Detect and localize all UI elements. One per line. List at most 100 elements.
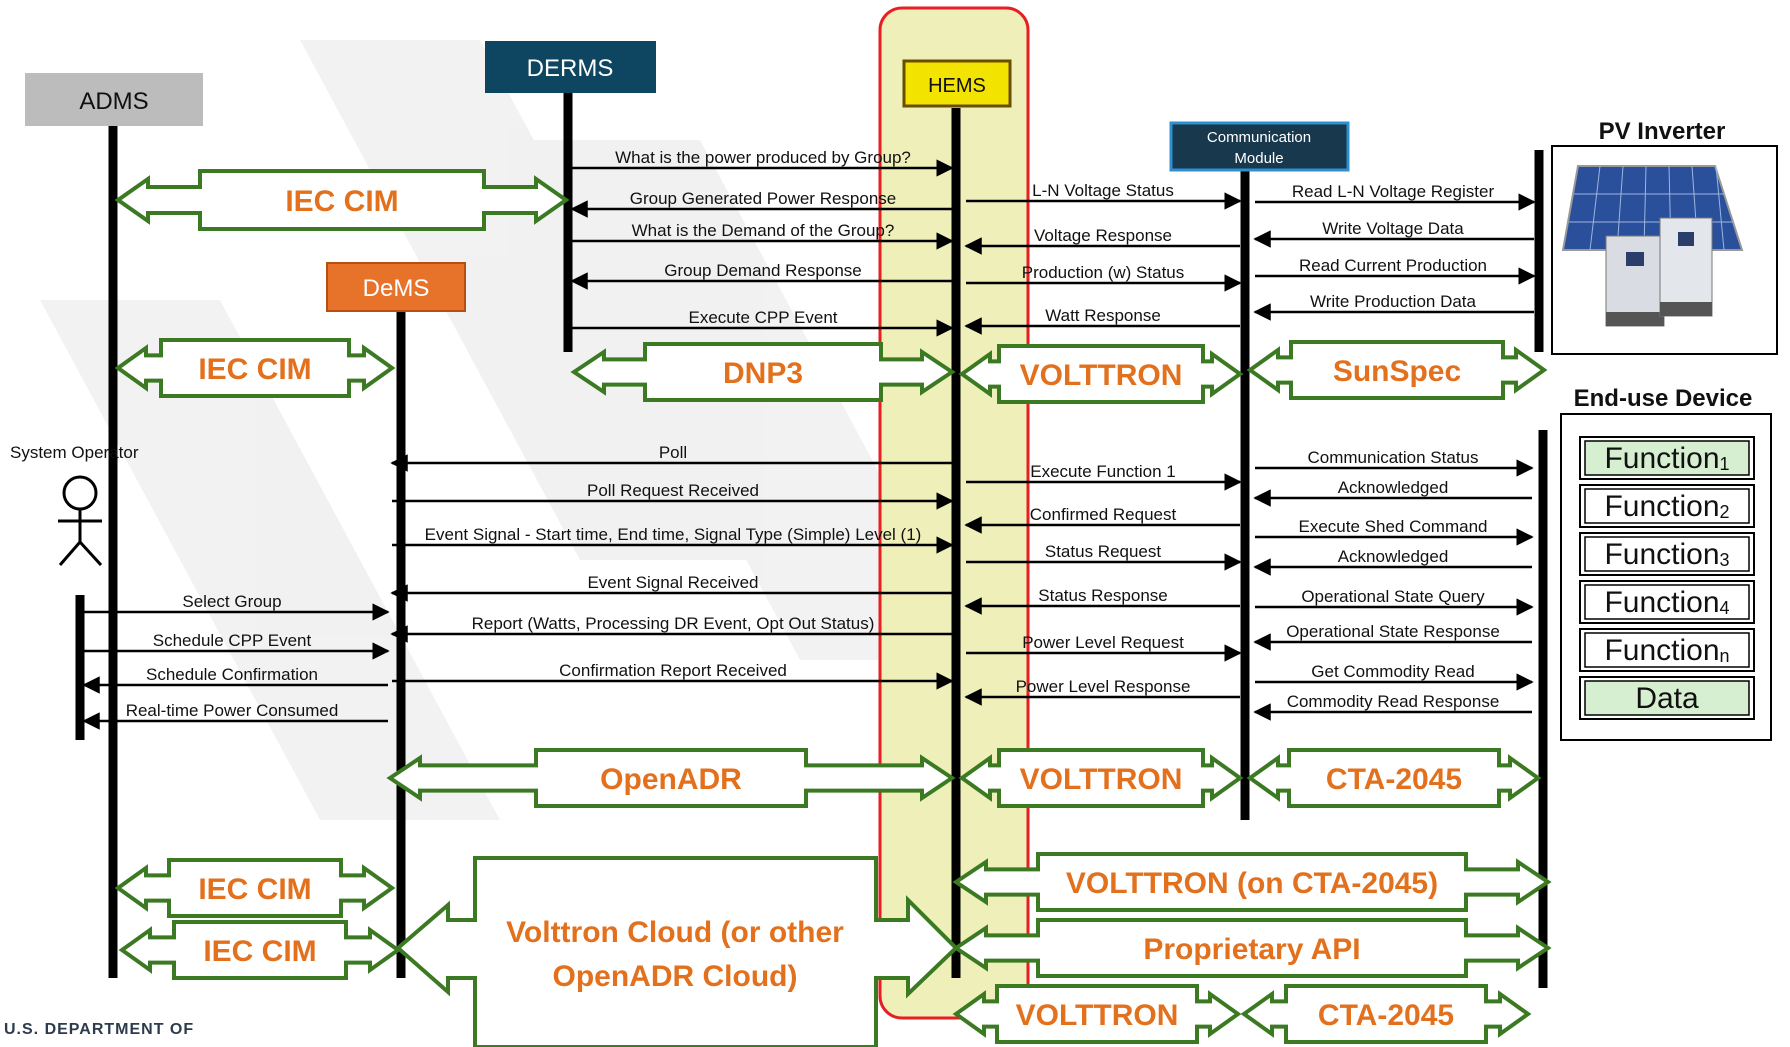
function-box (1584, 632, 1750, 668)
message-label: Write Production Data (1310, 292, 1477, 311)
function-label: Data (1635, 682, 1699, 715)
message-label: Execute CPP Event (689, 308, 838, 327)
hems-label: HEMS (928, 75, 986, 97)
cloud-label-line1: Volttron Cloud (or other (506, 916, 844, 949)
message-label: Read Current Production (1299, 256, 1487, 275)
message-label: Status Response (1038, 586, 1167, 605)
message-label: Select Group (182, 592, 281, 611)
message-label: Poll Request Received (587, 481, 759, 500)
message-label: Power Level Response (1016, 677, 1191, 696)
message-label: Read L-N Voltage Register (1292, 182, 1495, 201)
message-label: Commodity Read Response (1287, 692, 1500, 711)
dnp3-arrow (570, 342, 956, 402)
message-label: Voltage Response (1034, 226, 1172, 245)
pv-title: PV Inverter (1599, 118, 1726, 145)
dems-label: DeMS (363, 275, 430, 302)
message-label: Get Commodity Read (1311, 662, 1474, 681)
iec-cim-2-label: IEC CIM (198, 353, 311, 386)
volttron-on-cta-label: VOLTTRON (on CTA-2045) (1066, 867, 1438, 900)
message-label: Status Request (1045, 542, 1162, 561)
function-list: Function1Function2Function3Function4Func… (1579, 436, 1755, 720)
function-label: Function2 (1604, 490, 1729, 523)
adms-box (25, 73, 203, 126)
function-box (1584, 488, 1750, 524)
message-label: Confirmation Report Received (559, 661, 787, 680)
operator-label: System Operator (10, 443, 139, 462)
function-label: Function3 (1604, 538, 1729, 571)
derms-box (485, 41, 656, 93)
cta2045-1-arrow (1246, 748, 1542, 808)
message-label: Real-time Power Consumed (126, 701, 339, 720)
volttron-cloud-arrow (394, 856, 959, 1047)
iec-cim-1-label: IEC CIM (285, 185, 398, 218)
iec-cim-2-arrow (114, 338, 396, 398)
adms-label: ADMS (79, 88, 148, 115)
message-label: Production (w) Status (1022, 263, 1185, 282)
openadr-arrow (386, 748, 956, 808)
volttron-2-label: VOLTTRON (1020, 763, 1183, 796)
iec-cim-3-label: IEC CIM (198, 873, 311, 906)
message-label: Power Level Request (1022, 633, 1184, 652)
comm-label-line1: Communication (1207, 129, 1311, 146)
sunspec-arrow (1246, 340, 1548, 400)
dems-box (326, 262, 466, 312)
message-label: Schedule Confirmation (146, 665, 318, 684)
message-label: Event Signal - Start time, End time, Sig… (425, 525, 922, 544)
message-label: Group Generated Power Response (630, 189, 897, 208)
volttron-1-arrow (958, 344, 1244, 404)
volttron-3-label: VOLTTRON (1016, 999, 1179, 1032)
operator-figure-icon (58, 475, 103, 567)
volttron-3-arrow (952, 984, 1242, 1044)
function-label: Functionn (1604, 634, 1729, 667)
iec-cim-4-label: IEC CIM (203, 935, 316, 968)
dnp3-label: DNP3 (723, 357, 803, 390)
message-label: Operational State Response (1286, 622, 1500, 641)
message-label: Confirmed Request (1030, 505, 1177, 524)
message-label: Acknowledged (1338, 547, 1449, 566)
comm-box (1169, 121, 1350, 172)
cta2045-2-arrow (1240, 984, 1532, 1044)
message-label: What is the Demand of the Group? (632, 221, 895, 240)
cta2045-2-label: CTA-2045 (1318, 999, 1454, 1032)
function-box (1584, 680, 1750, 716)
message-label: Schedule CPP Event (153, 631, 312, 650)
message-label: Operational State Query (1301, 587, 1485, 606)
volttron-on-cta-arrow (952, 852, 1552, 912)
message-label: Execute Shed Command (1299, 517, 1488, 536)
iec-cim-1-arrow (114, 169, 570, 231)
openadr-label: OpenADR (600, 763, 742, 796)
message-label: Execute Function 1 (1030, 462, 1176, 481)
message-label: Communication Status (1307, 448, 1478, 467)
iec-cim-3-arrow (114, 858, 396, 918)
pv-inverter-image (1561, 165, 1744, 327)
message-label: What is the power produced by Group? (615, 148, 911, 167)
cta2045-1-label: CTA-2045 (1326, 763, 1462, 796)
function-label: Function1 (1604, 442, 1729, 475)
message-label: L-N Voltage Status (1032, 181, 1174, 200)
message-label: Watt Response (1045, 306, 1161, 325)
lifelines (75, 90, 1548, 988)
proprietary-arrow (952, 918, 1552, 978)
comm-label-line2: Module (1234, 150, 1283, 167)
function-box (1584, 440, 1750, 476)
message-arrows: What is the power produced by Group? Grou… (82, 148, 1536, 730)
message-label: Write Voltage Data (1322, 219, 1464, 238)
message-label: Group Demand Response (664, 261, 862, 280)
sunspec-label: SunSpec (1333, 355, 1461, 388)
function-box (1584, 536, 1750, 572)
cloud-label-line2: OpenADR Cloud) (553, 960, 798, 993)
hems-box (902, 59, 1012, 108)
proprietary-label: Proprietary API (1143, 933, 1360, 966)
message-label: Acknowledged (1338, 478, 1449, 497)
footer-text: U.S. DEPARTMENT OF (4, 1021, 195, 1038)
message-label: Poll (659, 443, 687, 462)
volttron-2-arrow (958, 748, 1244, 808)
enduse-title: End-use Device (1574, 385, 1753, 412)
function-box (1584, 584, 1750, 620)
volttron-1-label: VOLTTRON (1020, 359, 1183, 392)
function-label: Function4 (1604, 586, 1729, 619)
message-label: Event Signal Received (587, 573, 758, 592)
